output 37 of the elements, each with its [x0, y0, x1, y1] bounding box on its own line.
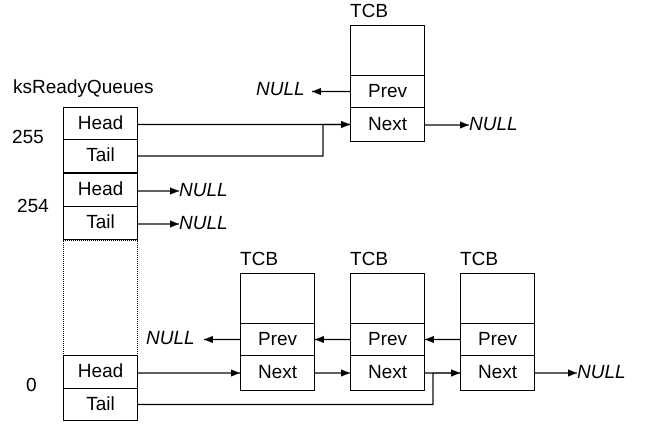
null-value: NULL: [256, 78, 312, 102]
empty-slot: [63, 240, 138, 356]
priority-number: 255: [12, 127, 44, 149]
null-value: NULL: [146, 327, 204, 351]
pointer-arrow: [312, 88, 350, 96]
struct-title: TCB: [350, 249, 388, 271]
null-value: NULL: [469, 113, 525, 137]
pointer-arrow: [138, 120, 350, 157]
pointer-field: Tail: [63, 139, 138, 173]
pointer-field: Prev: [350, 75, 425, 108]
pointer-arrow: [138, 187, 179, 195]
pointer-field: Prev: [350, 323, 425, 356]
priority-number: 254: [17, 196, 49, 218]
array-title: ksReadyQueues: [13, 77, 154, 99]
pointer-arrow: [535, 369, 577, 377]
pointer-field: Prev: [240, 323, 315, 356]
null-value: NULL: [577, 361, 635, 385]
struct-title: TCB: [350, 1, 388, 23]
pointer-field: Head: [63, 107, 138, 140]
pointer-arrow: [425, 121, 469, 129]
pointer-field: Head: [63, 355, 138, 389]
null-value: NULL: [179, 179, 235, 203]
pointer-field: Tail: [63, 388, 138, 421]
pointer-arrow: [425, 336, 460, 344]
null-value: NULL: [179, 212, 235, 236]
priority-number: 0: [26, 375, 37, 397]
pointer-field: Head: [63, 173, 138, 207]
struct-title: TCB: [240, 249, 278, 271]
pointer-arrow: [315, 336, 350, 344]
pointer-field: Tail: [63, 206, 138, 240]
struct-title: TCB: [460, 249, 498, 271]
pointer-arrow: [315, 369, 350, 377]
pointer-arrow: [138, 220, 179, 228]
pointer-field: Prev: [460, 323, 535, 356]
pointer-arrow: [204, 336, 240, 344]
pointer-arrow: [138, 369, 240, 377]
pointer-arrow: [425, 369, 460, 377]
